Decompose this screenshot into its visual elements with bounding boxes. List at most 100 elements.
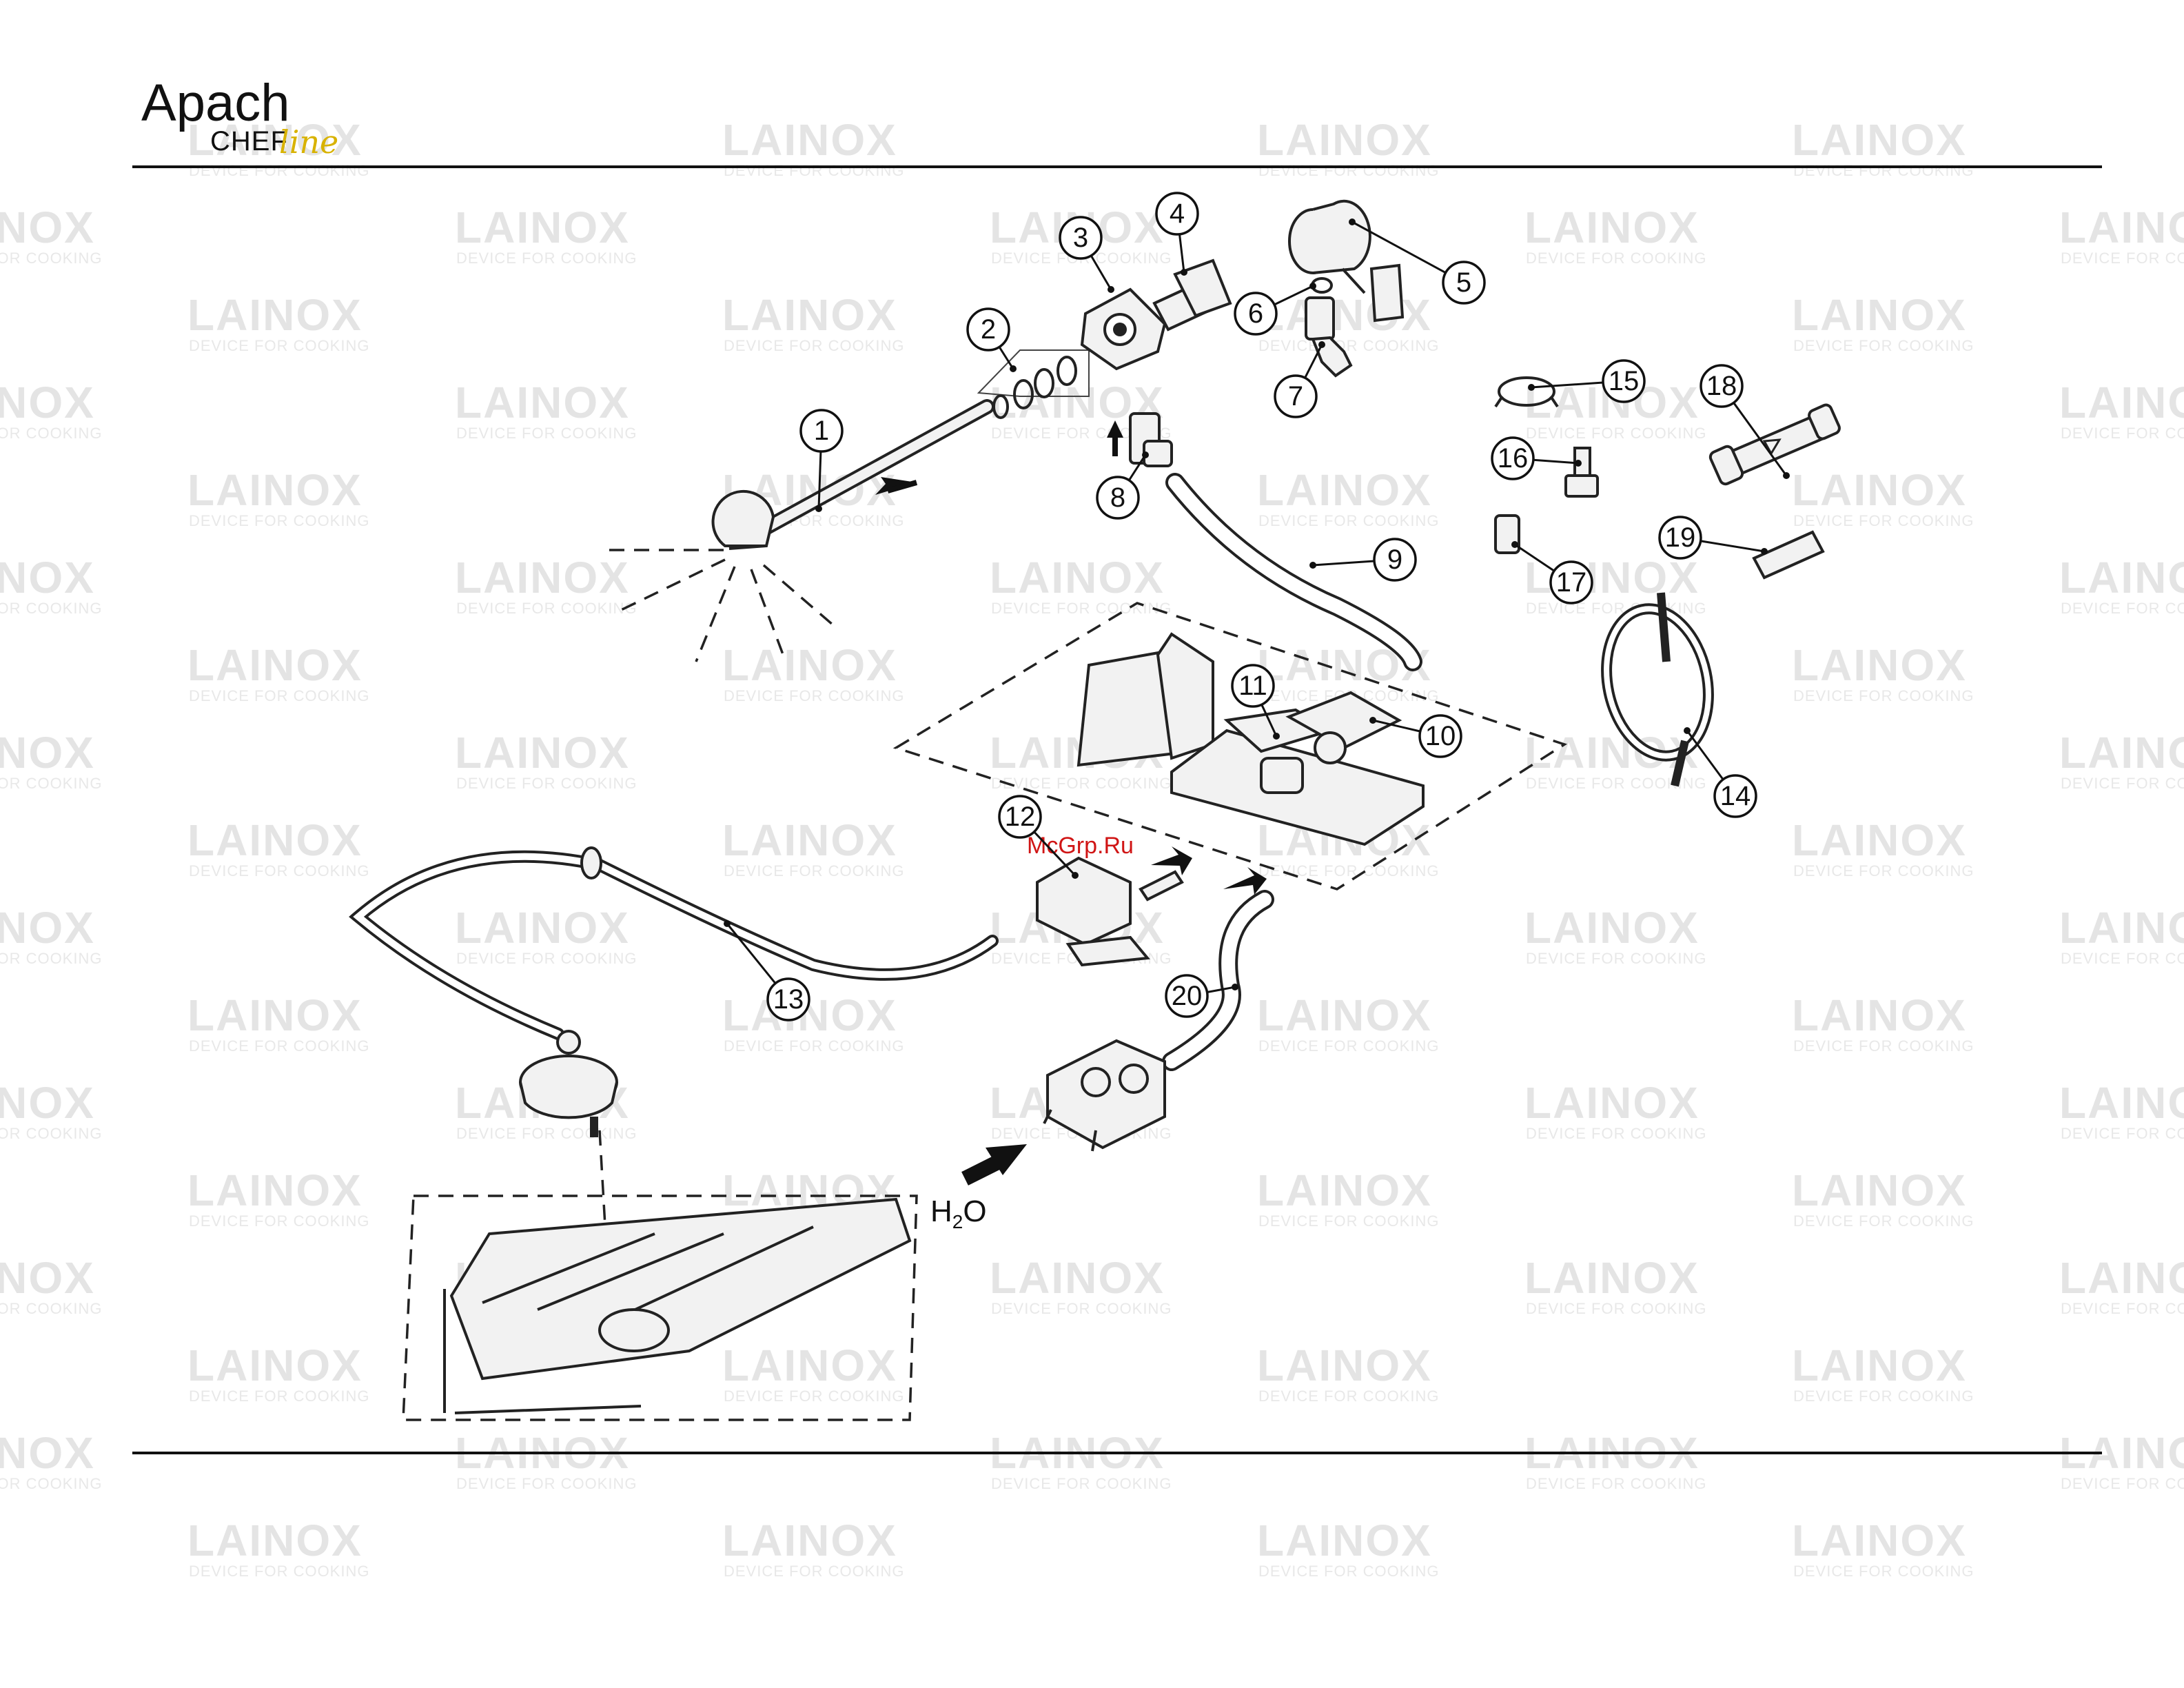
watermark-subtext: DEVICE FOR COOKING (1258, 162, 1439, 179)
watermark-subtext: DEVICE FOR COOKING (1258, 1037, 1439, 1055)
leader-dot (1309, 283, 1316, 289)
watermark-text: LAINOX (455, 903, 630, 953)
callout-8: 8 (1096, 451, 1149, 520)
callout-11: 11 (1231, 664, 1280, 740)
watermark-subtext: DEVICE FOR COOKING (724, 1563, 904, 1580)
watermark-subtext: DEVICE FOR COOKING (1793, 1212, 1974, 1230)
watermark-text: LAINOX (990, 553, 1165, 602)
part-coil-14 (1601, 592, 1714, 787)
callout-4: 4 (1155, 192, 1199, 276)
watermark-subtext: DEVICE FOR COOKING (456, 950, 637, 967)
callout-circle (1096, 476, 1140, 520)
watermark-text: LAINOX (2059, 378, 2184, 427)
leader-line (1178, 234, 1185, 273)
watermark-subtext: DEVICE FOR COOKING (991, 600, 1172, 617)
watermark-text: LAINOX (1257, 290, 1432, 340)
leader-line (1274, 285, 1314, 306)
watermark-subtext: DEVICE FOR COOKING (456, 1125, 637, 1142)
leader-dot (1349, 218, 1356, 225)
callout-number: 11 (1238, 671, 1267, 701)
assembly-boundary (892, 602, 1568, 891)
leader-dot (1761, 548, 1768, 555)
callout-2: 2 (966, 307, 1017, 372)
watermark-text: LAINOX (187, 465, 363, 515)
callout-circle (1418, 714, 1462, 758)
watermark-subtext: DEVICE FOR COOKING (189, 687, 369, 704)
watermark-subtext: DEVICE FOR COOKING (0, 775, 102, 792)
watermark-subtext: DEVICE FOR COOKING (1793, 1563, 1974, 1580)
leader-dot (1072, 872, 1079, 879)
callout-5: 5 (1349, 218, 1486, 305)
watermark-subtext: DEVICE FOR COOKING (1526, 1125, 1706, 1142)
callout-circle (1491, 436, 1535, 480)
watermark-subtext: DEVICE FOR COOKING (724, 337, 904, 354)
watermark-subtext: DEVICE FOR COOKING (1526, 1475, 1706, 1492)
watermark-text: LAINOX (187, 1516, 363, 1565)
watermark-text: LAINOX (187, 815, 363, 865)
watermark-subtext: DEVICE FOR COOKING (0, 425, 102, 442)
watermark-subtext: DEVICE FOR COOKING (724, 862, 904, 879)
leader-dot (1318, 341, 1325, 348)
watermark-subtext: DEVICE FOR COOKING (1258, 337, 1439, 354)
leader-line (1261, 704, 1278, 737)
watermark-text: LAINOX (0, 203, 95, 252)
part-motor (1288, 199, 1405, 323)
leader-dot (815, 505, 822, 512)
watermark-text: LAINOX (1257, 1166, 1432, 1215)
watermark-subtext: DEVICE FOR COOKING (1526, 600, 1706, 617)
callout-number: 16 (1498, 443, 1529, 474)
watermark-text: LAINOX (455, 553, 630, 602)
watermark-subtext: DEVICE FOR COOKING (991, 775, 1172, 792)
watermark-text: LAINOX (1792, 115, 1967, 165)
watermark-text: LAINOX (722, 815, 897, 865)
callout-16: 16 (1491, 436, 1582, 480)
watermark-text: LAINOX (0, 378, 95, 427)
watermark-subtext: DEVICE FOR COOKING (2061, 600, 2184, 617)
callout-number: 17 (1556, 567, 1587, 598)
watermark-text: LAINOX (1792, 640, 1967, 690)
watermark-subtext: DEVICE FOR COOKING (456, 250, 637, 267)
watermark-text: LAINOX (455, 378, 630, 427)
callout-circle (998, 795, 1042, 839)
part-fitting-19 (1752, 530, 1825, 580)
leader-dot (1684, 727, 1691, 734)
watermark-text: LAINOX (2059, 553, 2184, 602)
watermark-text: LAINOX (0, 1253, 95, 1303)
water-label: H2O (930, 1194, 987, 1232)
watermark-subtext: DEVICE FOR COOKING (1258, 862, 1439, 879)
callout-number: 2 (981, 314, 996, 345)
watermark-text: LAINOX (2059, 203, 2184, 252)
tank-boundary (402, 1194, 918, 1421)
leader-line (1733, 402, 1788, 476)
callout-number: 12 (1005, 802, 1036, 832)
leader-dot (1142, 451, 1149, 458)
watermark-subtext: DEVICE FOR COOKING (1526, 250, 1706, 267)
watermark-text: LAINOX (1257, 1341, 1432, 1390)
watermark-text: LAINOX (187, 990, 363, 1040)
watermark-text: LAINOX (0, 903, 95, 953)
watermark-text: LAINOX (187, 640, 363, 690)
part-solenoid-valve (1043, 1039, 1166, 1152)
watermark-text: LAINOX (1524, 1253, 1700, 1303)
watermark-subtext: DEVICE FOR COOKING (1793, 512, 1974, 529)
callout-17: 17 (1511, 541, 1593, 604)
watermark-subtext: DEVICE FOR COOKING (189, 512, 369, 529)
callout-6: 6 (1234, 283, 1316, 336)
leader-line (1700, 540, 1765, 553)
callout-12: 12 (998, 795, 1079, 879)
callout-number: 19 (1665, 522, 1696, 553)
watermark-text: LAINOX (1792, 1166, 1967, 1215)
part-nipple-16 (1564, 447, 1599, 498)
leader-dot (1575, 460, 1582, 467)
watermark-text: LAINOX (1257, 990, 1432, 1040)
part-tee-8 (1107, 412, 1173, 467)
callout-18: 18 (1700, 364, 1790, 479)
watermark-subtext: DEVICE FOR COOKING (991, 1475, 1172, 1492)
watermark-text: LAINOX (722, 290, 897, 340)
watermark-subtext: DEVICE FOR COOKING (189, 1212, 369, 1230)
leader-dot (1232, 984, 1238, 990)
watermark-text: LAINOX (1792, 465, 1967, 515)
watermark-subtext: DEVICE FOR COOKING (1526, 1300, 1706, 1317)
watermark-subtext: DEVICE FOR COOKING (0, 1300, 102, 1317)
watermark-subtext: DEVICE FOR COOKING (456, 1475, 637, 1492)
